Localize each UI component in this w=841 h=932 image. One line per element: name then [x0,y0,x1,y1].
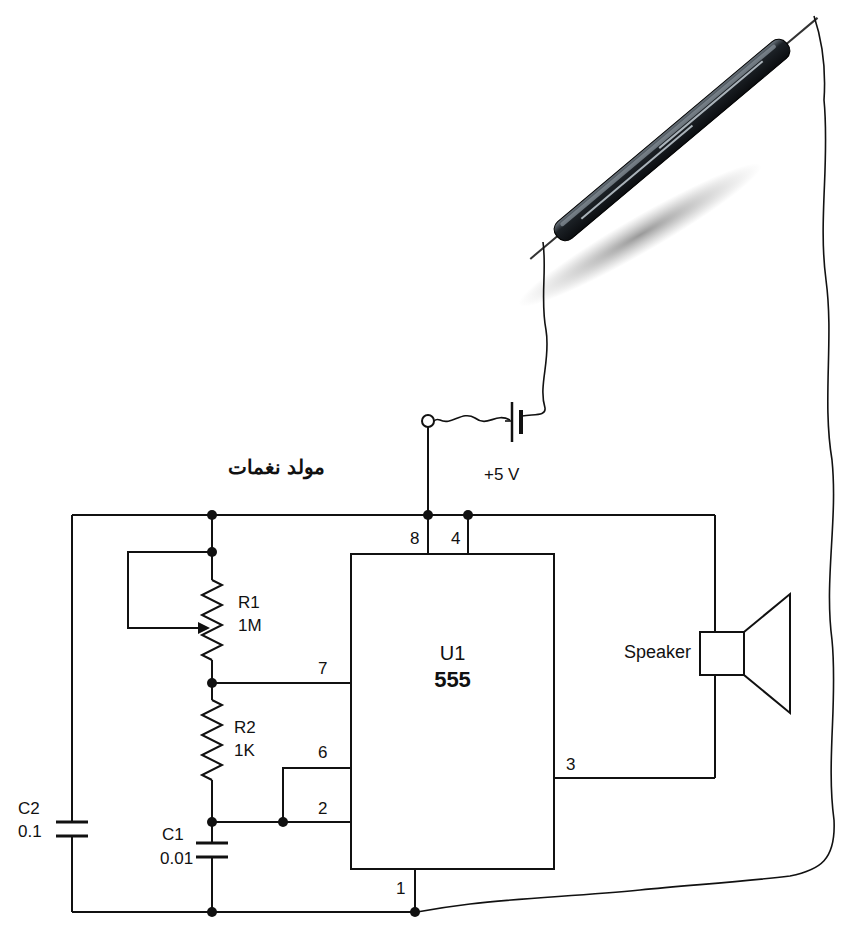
part-value: 1M [238,617,262,636]
part-name: C2 [18,800,40,819]
part-value: 0.01 [160,850,193,869]
circuit-title: مولد نغمات [228,456,325,478]
pin-number: 2 [318,800,327,819]
reed-switch [510,9,825,320]
pin-number: 4 [451,530,460,549]
capacitor-symbol [56,822,228,857]
part-name: C1 [162,826,184,845]
schematic-wire [72,415,715,912]
part-value: 0.1 [18,823,42,842]
pin-number: 8 [410,530,419,549]
chip-type: 555 [434,666,471,694]
pin-number: 1 [396,880,405,899]
pin-number: 7 [318,660,327,679]
battery-symbol [505,402,521,442]
speaker-symbol [700,594,790,713]
pin-number: 6 [318,744,327,763]
part-name: R1 [238,594,260,613]
part-name: R2 [234,719,256,738]
part-name: U1 [440,641,466,666]
part-value: 1K [234,742,255,761]
ic-chip: U1555 [350,553,555,870]
wiper-arrow [198,622,210,634]
pin-number: 3 [566,756,575,775]
supply-voltage: +5 V [484,466,519,485]
part-name: Speaker [624,643,691,663]
